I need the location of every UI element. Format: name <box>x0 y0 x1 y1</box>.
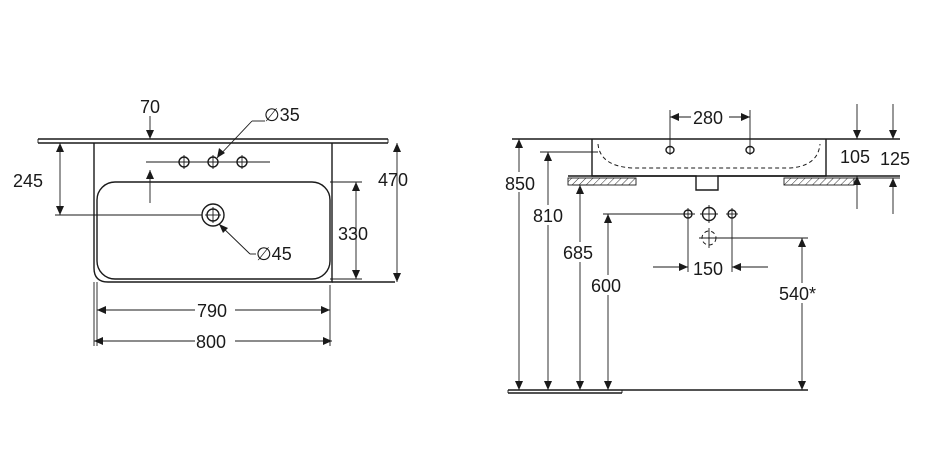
dim-540: 540* <box>778 238 828 390</box>
dim-150: 150 <box>653 220 768 279</box>
dim-245: 245 <box>13 143 64 215</box>
dim-600: 600 <box>590 213 695 390</box>
supply-right-symbol <box>726 208 738 220</box>
bracket-right <box>783 177 855 186</box>
dim-470-label: 470 <box>378 170 408 190</box>
dim-280: 280 <box>670 107 750 128</box>
wall-line <box>37 138 389 144</box>
dim-330: 330 <box>330 181 368 280</box>
dim-790-label: 790 <box>197 301 227 321</box>
side-tap-left <box>665 110 675 155</box>
dim-600-label: 600 <box>591 276 621 296</box>
dim-330-label: 330 <box>338 224 368 244</box>
dim-d35: ∅35 <box>216 105 300 159</box>
dim-470: 470 <box>378 143 408 282</box>
bracket-left <box>567 177 637 186</box>
dim-125: 125 <box>854 104 910 214</box>
top-view: 70 ∅35 245 470 <box>13 97 408 352</box>
dim-800-label: 800 <box>196 332 226 352</box>
dim-70-label: 70 <box>140 97 160 117</box>
supply-left-symbol <box>682 208 694 220</box>
dim-150-label: 150 <box>693 259 723 279</box>
basin-inner-dashed <box>597 143 821 169</box>
dim-850: 850 <box>504 139 544 390</box>
drain-hole <box>201 203 225 227</box>
dim-685: 685 <box>562 184 602 390</box>
basin-bowl <box>96 181 331 280</box>
waste-center-symbol <box>700 205 718 223</box>
side-tap-right <box>745 110 755 155</box>
dim-790: 790 <box>96 282 331 346</box>
dim-280-label: 280 <box>693 108 723 128</box>
dim-800: 800 <box>93 282 332 352</box>
floor-line <box>507 389 808 394</box>
basin-outline <box>93 143 333 283</box>
dim-d45-label: ∅45 <box>256 244 292 264</box>
dim-105: 105 <box>840 104 870 209</box>
dim-105-label: 105 <box>840 147 870 167</box>
side-view: 280 105 125 <box>504 104 910 394</box>
dim-70: 70 <box>140 97 160 203</box>
dim-d35-label: ∅35 <box>264 105 300 125</box>
dim-540-label: 540* <box>779 284 816 304</box>
dim-125-label: 125 <box>880 149 910 169</box>
dim-850-label: 850 <box>505 174 535 194</box>
dim-245-label: 245 <box>13 171 43 191</box>
dim-685-label: 685 <box>563 243 593 263</box>
dim-d45: ∅45 <box>218 223 292 264</box>
dim-810-label: 810 <box>533 206 563 226</box>
dim-810: 810 <box>532 151 598 390</box>
